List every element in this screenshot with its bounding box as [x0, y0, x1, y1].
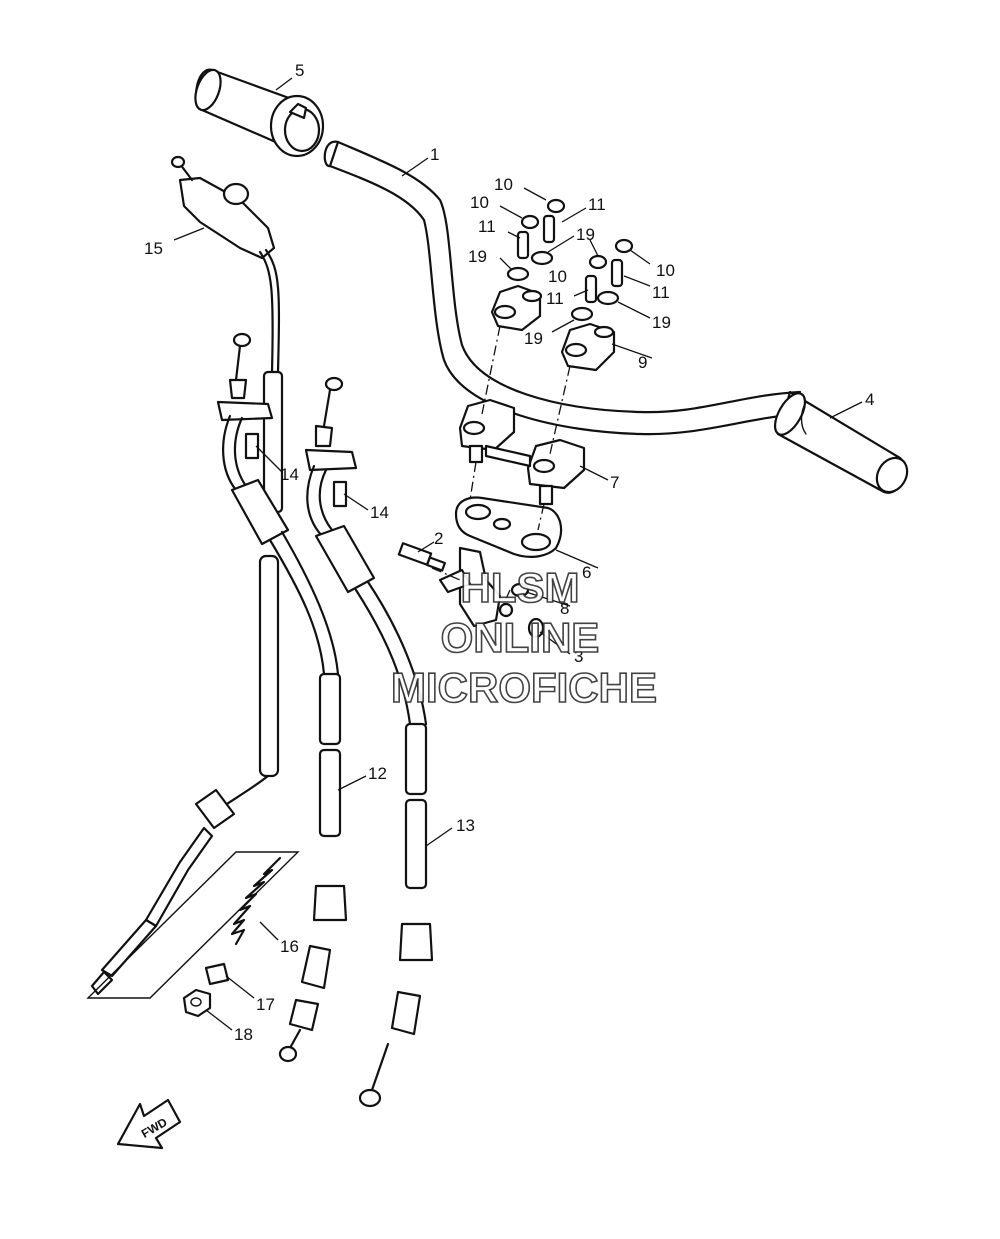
throttle-cable-12 — [230, 478, 348, 1063]
upper-bracket — [454, 496, 563, 558]
lock-nut — [182, 988, 212, 1018]
callout-17: 17 — [256, 995, 275, 1014]
callout-13: 13 — [456, 816, 475, 835]
throttle-housing — [170, 155, 276, 260]
callout-6: 6 — [582, 563, 591, 582]
holder-bolts — [516, 214, 624, 304]
callout-9: 9 — [638, 353, 647, 372]
callout-12: 12 — [368, 764, 387, 783]
callout-10b: 10 — [470, 193, 489, 212]
left-grip — [194, 68, 325, 158]
watermark-line-3: MICROFICHE — [391, 664, 657, 711]
right-grip — [773, 390, 909, 494]
watermark: HLSM ONLINE MICROFICHE — [390, 563, 658, 712]
callout-19d: 19 — [524, 329, 543, 348]
callout-19a: 19 — [576, 225, 595, 244]
holder-caps — [520, 198, 634, 270]
callout-10c: 10 — [656, 261, 675, 280]
watermark-line-2: ONLINE — [441, 614, 600, 661]
callout-11d: 11 — [546, 289, 564, 308]
callout-16: 16 — [280, 937, 299, 956]
callout-numbers: 1 2 3 4 5 6 7 8 9 10 10 10 10 11 11 11 1… — [144, 61, 874, 1044]
upper-holder-right — [560, 322, 616, 372]
callout-11b: 11 — [478, 217, 496, 236]
callout-14a: 14 — [280, 465, 299, 484]
leader-lines — [173, 77, 863, 1031]
holder-spacer-plate — [484, 444, 532, 468]
spring — [230, 856, 282, 946]
callout-4: 4 — [865, 390, 874, 409]
callout-18: 18 — [234, 1025, 253, 1044]
callout-2: 2 — [434, 529, 443, 548]
callout-3: 3 — [574, 647, 583, 666]
lower-holder-right — [526, 438, 586, 506]
lower-holder-left — [458, 398, 516, 464]
throttle-cable-13 — [314, 524, 434, 1108]
callout-8: 8 — [560, 599, 569, 618]
callout-10d: 10 — [548, 267, 567, 286]
callout-10a: 10 — [494, 175, 513, 194]
cable-end-right — [304, 376, 358, 538]
callout-19c: 19 — [652, 313, 671, 332]
adjuster-panel — [86, 851, 300, 999]
throttle-cable-long — [90, 248, 284, 996]
cable-end-left — [216, 332, 274, 492]
callout-11c: 11 — [652, 283, 670, 302]
fwd-arrow-icon: FWD — [116, 1098, 182, 1150]
callout-15: 15 — [144, 239, 163, 258]
callout-5: 5 — [295, 61, 304, 80]
watermark-line-1: HLSM — [461, 564, 580, 611]
callout-14b: 14 — [370, 503, 389, 522]
assembly-lines — [431, 325, 571, 609]
callout-7: 7 — [610, 473, 619, 492]
callout-11a: 11 — [588, 195, 606, 214]
callout-19b: 19 — [468, 247, 487, 266]
cable-guide — [397, 542, 545, 639]
holder-washers — [506, 250, 620, 322]
callout-1: 1 — [430, 145, 439, 164]
adjuster-nut — [204, 962, 230, 986]
handlebar — [323, 140, 802, 436]
upper-holder-left — [490, 284, 543, 332]
